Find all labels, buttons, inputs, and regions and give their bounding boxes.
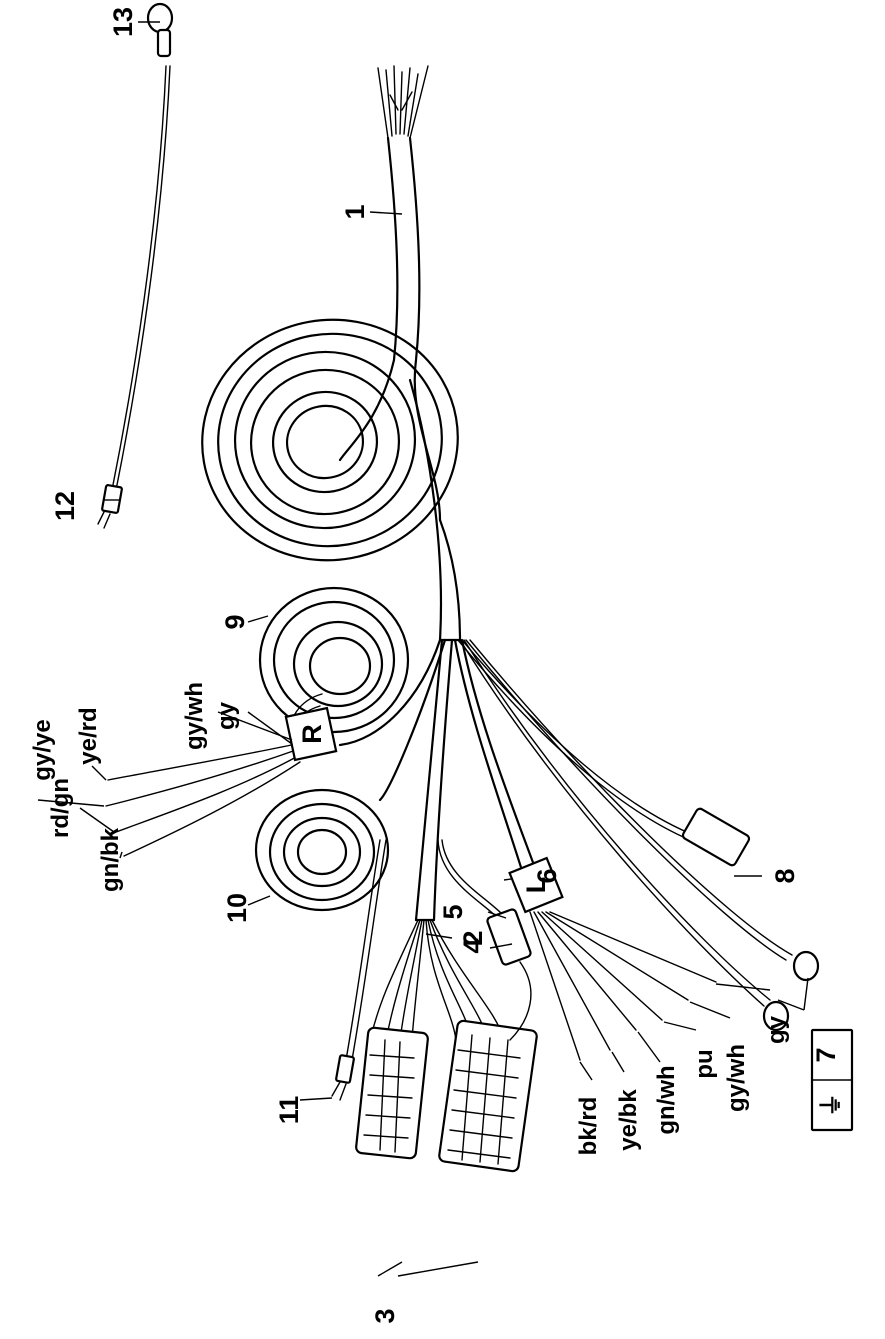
branch-6-cable (453, 638, 540, 882)
label-7: 7 (811, 1047, 841, 1062)
label-6: 6 (532, 868, 562, 883)
number-labels: 1 2 3 4 5 6 8 9 10 11 12 13 (50, 7, 800, 1324)
label-8: 8 (770, 868, 800, 883)
color-label-pu: pu (691, 1049, 718, 1078)
color-label-ye-bk: ye/bk (615, 1089, 642, 1151)
label-3: 3 (370, 1308, 400, 1323)
left-tag-wires (529, 911, 717, 1061)
label-12: 12 (50, 491, 80, 521)
main-trunk-cable (338, 136, 462, 642)
svg-text:L: L (521, 877, 551, 894)
svg-text:R: R (297, 724, 327, 744)
connector-3-left (355, 1026, 429, 1160)
color-label-gy-2: gy (763, 1015, 790, 1044)
label-11: 11 (274, 1096, 304, 1125)
branch-8-cable (457, 639, 751, 867)
leader-lines (104, 21, 809, 1277)
color-label-gy-ye: gy/ye (29, 719, 56, 780)
ground-box: 7 ⏚ (810, 1028, 854, 1132)
main-cable-coil (201, 318, 459, 562)
ground-icon: ⏚ (818, 1093, 845, 1117)
color-label-gy-wh-2: gy/wh (723, 1044, 750, 1112)
wire-12-13 (97, 2, 174, 529)
right-tag: R (284, 706, 338, 762)
branch-11-cable (331, 839, 387, 1101)
label-2: 2 (458, 930, 488, 945)
label-1: 1 (340, 204, 370, 219)
left-colour-labels: bk/rd ye/bk gn/wh pu gy/wh gy (575, 1015, 790, 1155)
connector-3-right (438, 1019, 538, 1173)
branch-10-coil (254, 638, 447, 912)
label-13: 13 (108, 7, 138, 37)
trunk-wire-ends (377, 65, 429, 139)
right-tag-wires (105, 693, 323, 857)
left-tag: L (508, 856, 564, 914)
label-9: 9 (220, 614, 250, 629)
label-4: 4 (458, 938, 488, 953)
color-label-gn-bk: gn/bk (97, 827, 124, 892)
label-5: 5 (438, 904, 468, 919)
colour-label-leaders (37, 711, 771, 1081)
branch-9-coil (258, 586, 442, 747)
branch-7-cable (459, 639, 820, 1032)
color-label-rd-gn: rd/gn (47, 778, 74, 838)
right-colour-labels: gy/wh gy ye/rd gy/ye rd/gn gn/bk (29, 682, 240, 892)
label-10: 10 (222, 893, 252, 923)
color-label-gy-wh: gy/wh (181, 682, 208, 750)
color-label-ye-rd: ye/rd (75, 707, 102, 764)
trunk-2-cable (414, 638, 454, 922)
color-label-gn-wh: gn/wh (653, 1065, 680, 1134)
color-label-bk-rd: bk/rd (575, 1097, 602, 1156)
branch-4-5 (437, 839, 532, 1041)
